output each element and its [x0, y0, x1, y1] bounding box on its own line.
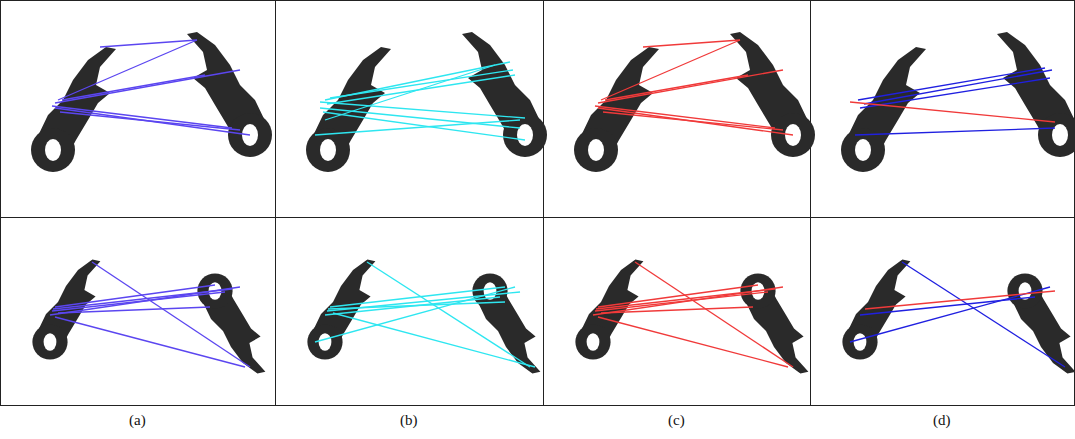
match-line — [598, 317, 788, 367]
match-line — [635, 262, 793, 367]
match-line — [860, 297, 1035, 315]
match-line — [62, 75, 205, 100]
match-line — [601, 307, 753, 313]
match-line — [58, 307, 210, 313]
match-line — [603, 112, 783, 130]
match-line — [92, 262, 250, 367]
shape-silhouette — [472, 273, 540, 373]
shape-silhouette — [730, 32, 815, 157]
panel-label: (a) — [129, 412, 146, 429]
match-line — [601, 40, 740, 100]
match-line — [52, 106, 232, 128]
match-line — [55, 108, 250, 135]
match-line — [598, 108, 793, 135]
match-line — [864, 70, 1052, 104]
match-line — [858, 68, 1045, 100]
shape-silhouette — [306, 47, 391, 172]
match-line — [860, 78, 1050, 108]
match-line — [325, 65, 495, 120]
match-line — [328, 302, 505, 309]
shape-silhouette — [187, 32, 272, 157]
shape-silhouette — [997, 32, 1075, 157]
match-line — [595, 106, 775, 128]
shape-silhouette — [842, 260, 910, 360]
match-line — [850, 102, 1055, 122]
match-line — [593, 287, 783, 315]
match-line — [55, 317, 245, 367]
shape-images — [31, 32, 1075, 373]
match-line — [58, 40, 197, 100]
match-line — [50, 287, 240, 315]
match-line — [333, 313, 535, 367]
panel-label: (b) — [400, 412, 418, 429]
match-line — [315, 287, 515, 342]
match-line — [605, 75, 748, 100]
match-line — [315, 120, 520, 135]
shape-silhouette — [31, 47, 116, 172]
panel-label: (c) — [668, 412, 685, 429]
match-line — [367, 262, 530, 367]
match-line — [855, 128, 1055, 135]
panel-label: (d) — [933, 412, 951, 429]
match-line — [865, 291, 1055, 309]
match-lines — [50, 40, 1065, 367]
match-line — [327, 292, 520, 311]
match-line — [60, 112, 240, 130]
match-line — [596, 289, 775, 309]
match-line — [902, 262, 1065, 367]
shape-silhouette — [574, 47, 659, 172]
match-line — [330, 70, 513, 98]
shape-silhouette — [1007, 273, 1075, 373]
match-line — [55, 70, 240, 103]
match-line — [320, 102, 525, 118]
match-line — [53, 289, 232, 309]
shape-silhouette — [841, 47, 926, 172]
match-line — [598, 70, 783, 103]
shape-silhouette — [462, 32, 547, 157]
match-line — [850, 287, 1050, 342]
